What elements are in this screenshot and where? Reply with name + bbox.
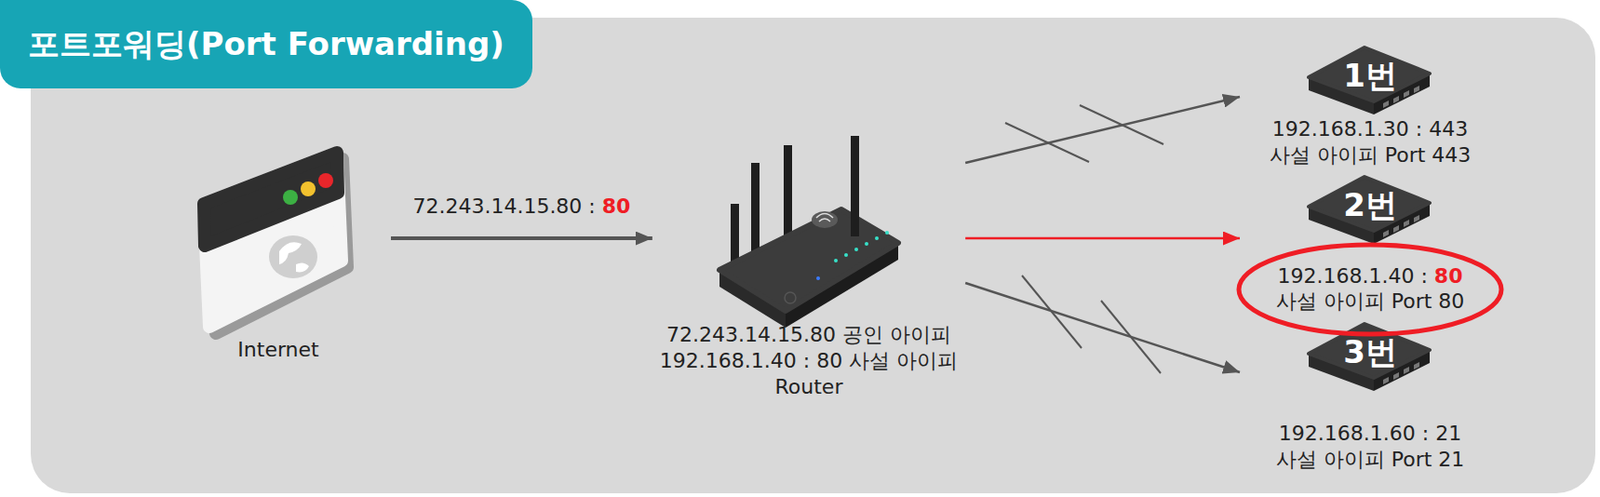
server-number: 2번 bbox=[1343, 186, 1398, 225]
node-text: 72.243.14.15.80 공인 아이피 bbox=[666, 322, 952, 348]
server-icon bbox=[1308, 176, 1430, 244]
node-text: 사설 아이피 Port 443 bbox=[1269, 143, 1472, 168]
router-top bbox=[719, 209, 899, 311]
server-node: 1번 192.168.1.30 : 443사설 아이피 Port 443 bbox=[1239, 37, 1501, 177]
led bbox=[844, 253, 848, 257]
internet-node: Internet bbox=[165, 139, 391, 368]
wifi-badge bbox=[811, 211, 838, 229]
title: 포트포워딩(Port Forwarding) bbox=[27, 0, 505, 89]
router-button bbox=[784, 292, 796, 304]
title-tab: 포트포워딩(Port Forwarding) bbox=[0, 0, 533, 89]
node-text: 192.168.1.60 : 21 bbox=[1278, 421, 1462, 446]
highlight-ellipse bbox=[1238, 244, 1502, 335]
connector-arrow bbox=[965, 282, 1240, 373]
node-text: 사설 아이피 Port 80 bbox=[1276, 289, 1466, 314]
globe-land bbox=[279, 242, 310, 272]
led bbox=[833, 258, 838, 263]
browser-icon bbox=[203, 152, 348, 334]
server-number: 1번 bbox=[1343, 56, 1398, 95]
panel bbox=[30, 17, 1596, 494]
dot-red bbox=[318, 173, 334, 189]
server-node: 2번 192.168.1.40 : 80사설 아이피 Port 80 bbox=[1239, 172, 1501, 322]
highlight-part: 80 bbox=[1434, 264, 1464, 288]
connector-arrow bbox=[390, 236, 653, 241]
text-part: 72.243.14.15.80 : bbox=[412, 194, 602, 218]
edge-label: 72.243.14.15.80 : 80 bbox=[412, 194, 631, 219]
wifi-symbol bbox=[816, 214, 834, 223]
antenna bbox=[850, 135, 860, 237]
led-row bbox=[816, 230, 889, 281]
node-text: 192.168.1.40 : 80 사설 아이피 bbox=[659, 349, 958, 374]
server-number: 3번 bbox=[1343, 333, 1398, 372]
led bbox=[885, 230, 889, 235]
globe bbox=[268, 235, 318, 279]
browser-header bbox=[203, 152, 338, 246]
connector-arrow bbox=[965, 96, 1240, 163]
led bbox=[854, 247, 859, 252]
node-text: Router bbox=[775, 375, 844, 400]
node-text: 192.168.1.30 : 443 bbox=[1272, 117, 1468, 142]
dot-yellow bbox=[300, 181, 316, 197]
node-text: Internet bbox=[237, 337, 319, 363]
browser-body bbox=[203, 152, 342, 327]
node-text: 192.168.1.40 : 80 bbox=[1277, 264, 1464, 289]
highlight-part: 80 bbox=[602, 194, 632, 218]
text-part: 192.168.1.40 : bbox=[1277, 264, 1435, 288]
led bbox=[874, 236, 879, 241]
dot-green bbox=[282, 189, 298, 205]
server-icon bbox=[1308, 47, 1430, 115]
led bbox=[816, 276, 821, 281]
node-text: 사설 아이피 Port 21 bbox=[1276, 447, 1466, 472]
server-node: 3번 192.168.1.60 : 21사설 아이피 Port 21 bbox=[1239, 316, 1501, 475]
connector-arrow bbox=[965, 237, 1240, 241]
router-node: 72.243.14.15.80 공인 아이피192.168.1.40 : 80 … bbox=[652, 130, 966, 410]
router-icon bbox=[719, 135, 899, 328]
led bbox=[864, 242, 869, 246]
